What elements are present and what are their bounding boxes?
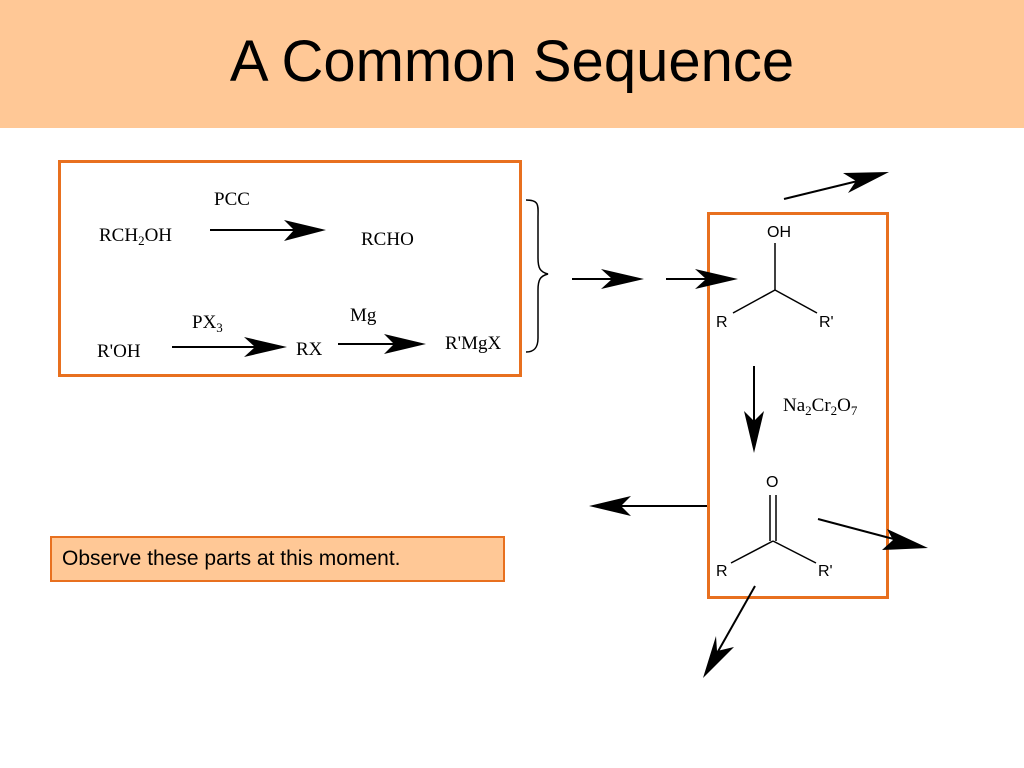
products-box (707, 212, 889, 599)
pcc-reagent-label: PCC (214, 189, 250, 210)
alcohol-r-prime-label: R'OH (97, 341, 141, 362)
observation-note: Observe these parts at this moment. (50, 536, 505, 582)
aldehyde-label: RCHO (361, 229, 414, 250)
px3-reagent-label: PX3 (192, 312, 223, 335)
pcc-arrow (210, 220, 326, 241)
slide-title: A Common Sequence (229, 29, 795, 94)
brace-arrow-2 (666, 269, 738, 289)
ketone-r-label: R (716, 563, 728, 580)
oxidant-label: Na2Cr2O7 (783, 395, 858, 418)
px3-arrow (172, 337, 287, 357)
left-arrow (589, 496, 707, 516)
grignard-label: R'MgX (445, 333, 502, 354)
alcohol-structure (732, 243, 818, 314)
alkyl-halide-label: RX (296, 339, 323, 360)
title-banner (0, 0, 1024, 128)
reactions-box (58, 160, 522, 377)
mg-arrow (338, 334, 426, 354)
right-diagonal-arrow (817, 518, 928, 550)
alcohol-oh-label: OH (767, 224, 791, 241)
primary-alcohol-label: RCH2OH (99, 225, 173, 248)
alcohol-r-label: R (716, 314, 728, 331)
alcohol-r-prime-label: R' (819, 314, 834, 331)
brace-arrow-1 (572, 269, 644, 289)
top-diagonal-arrow (783, 172, 889, 200)
oxidation-arrow (744, 366, 764, 453)
curly-brace (525, 199, 549, 353)
ketone-structure (730, 495, 817, 564)
ketone-o-label: O (766, 474, 779, 491)
ketone-r-prime-label: R' (818, 563, 833, 580)
mg-reagent-label: Mg (350, 305, 377, 326)
down-left-arrow (703, 585, 756, 678)
